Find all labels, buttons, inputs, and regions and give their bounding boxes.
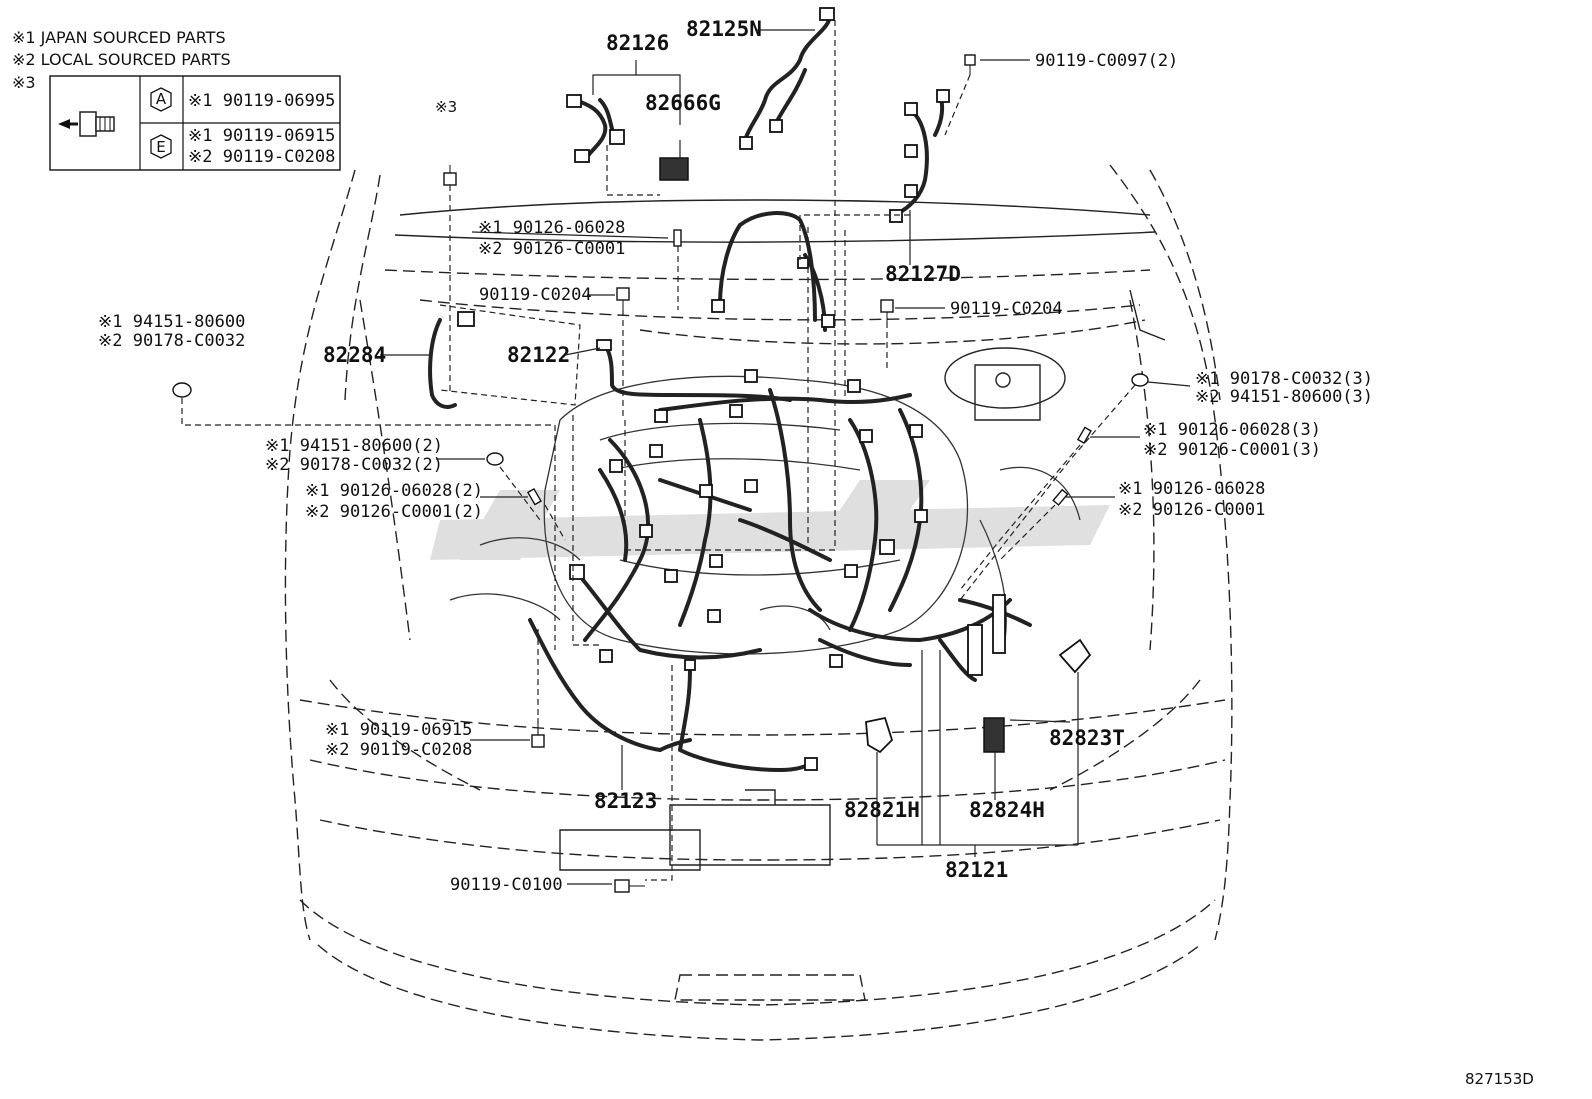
label-90119-C0100: 90119-C0100 — [450, 875, 563, 895]
label-90119-C0204-left: 90119-C0204 — [479, 285, 592, 305]
label-82824H: 82824H — [969, 798, 1045, 822]
engine-block — [449, 375, 1081, 655]
label-90178-C0032: ※2 90178-C0032 — [98, 331, 245, 351]
label-82284: 82284 — [323, 343, 386, 367]
legend-part-a: ※1 90119-06995 — [188, 91, 335, 111]
label-82126: 82126 — [606, 31, 669, 55]
label-90126-06028-2: ※1 90126-06028(2) — [305, 481, 483, 501]
label-90126-C0001-2: ※2 90126-C0001(2) — [305, 502, 483, 522]
label-90126-06028-b: ※1 90126-06028 — [1118, 479, 1265, 499]
wire-harness-main — [428, 13, 1032, 772]
label-90126-C0001-top: ※2 90126-C0001 — [478, 239, 625, 259]
pin-06028-2-icon — [526, 487, 542, 506]
label-90126-06028-top: ※1 90126-06028 — [478, 218, 625, 238]
label-90126-C0001-3: ※2 90126-C0001(3) — [1143, 440, 1321, 460]
bolt-icon — [58, 111, 115, 137]
clip-90178-3-icon — [1131, 373, 1149, 387]
label-90178-C0032-3: ※1 90178-C0032(3) — [1195, 369, 1373, 389]
legend-part-e2: ※2 90119-C0208 — [188, 147, 335, 167]
label-note3-small: ※3 — [435, 98, 457, 116]
label-94151-80600-2: ※1 94151-80600(2) — [265, 436, 443, 456]
pin-06028-3-icon — [1076, 426, 1092, 445]
leader-lines — [181, 20, 1191, 885]
pin-06028-b-icon — [1052, 488, 1069, 506]
symbol-e-text: E — [156, 138, 165, 156]
clip-94151-icon — [172, 382, 192, 398]
label-82821H: 82821H — [844, 798, 920, 822]
label-90126-06028-3: ※1 90126-06028(3) — [1143, 420, 1321, 440]
fasteners — [172, 54, 1149, 893]
label-82122: 82122 — [507, 343, 570, 367]
connectors — [457, 7, 1092, 771]
legend-part-e1: ※1 90119-06915 — [188, 126, 335, 146]
legend-note-japan: ※1 JAPAN SOURCED PARTS — [12, 28, 226, 47]
legend: ※1 JAPAN SOURCED PARTS ※2 LOCAL SOURCED … — [12, 28, 341, 171]
diagram-id: 827153D — [1465, 1070, 1534, 1088]
label-94151-80600-3: ※2 94151-80600(3) — [1195, 387, 1373, 407]
legend-note-3: ※3 — [12, 73, 36, 92]
symbol-a-text: A — [156, 90, 167, 108]
bolt-c0204-left-icon — [616, 287, 630, 310]
label-90119-C0208: ※2 90119-C0208 — [325, 740, 472, 760]
part-labels: 82126 82125N 82666G 90119-C0097(2) ※3 ※1… — [98, 17, 1534, 1088]
label-90119-06915: ※1 90119-06915 — [325, 720, 472, 740]
clip-c0097-icon — [964, 54, 976, 75]
bolt-c0204-right-icon — [880, 299, 894, 322]
label-82666G: 82666G — [645, 91, 721, 115]
label-82127D: 82127D — [885, 262, 961, 286]
label-90119-C0204-right: 90119-C0204 — [950, 299, 1063, 319]
label-90178-C0032-2: ※2 90178-C0032(2) — [265, 455, 443, 475]
label-82123: 82123 — [594, 789, 657, 813]
label-94151-80600: ※1 94151-80600 — [98, 312, 245, 332]
vehicle-body-outline — [284, 164, 1233, 1041]
bolt-note3-icon — [443, 165, 457, 186]
label-82823T: 82823T — [1049, 726, 1125, 750]
label-90119-C0097: 90119-C0097(2) — [1035, 51, 1178, 71]
symbol-a-icon: A — [150, 87, 172, 112]
pin-06028-icon — [673, 229, 682, 247]
legend-note-local: ※2 LOCAL SOURCED PARTS — [12, 50, 231, 69]
label-82121: 82121 — [945, 858, 1008, 882]
symbol-e-icon: E — [150, 134, 172, 159]
label-82125N: 82125N — [686, 17, 762, 41]
clip-94151-2-icon — [486, 452, 504, 466]
label-90126-C0001-b: ※2 90126-C0001 — [1118, 500, 1265, 520]
bolt-c0100-icon — [614, 879, 645, 893]
